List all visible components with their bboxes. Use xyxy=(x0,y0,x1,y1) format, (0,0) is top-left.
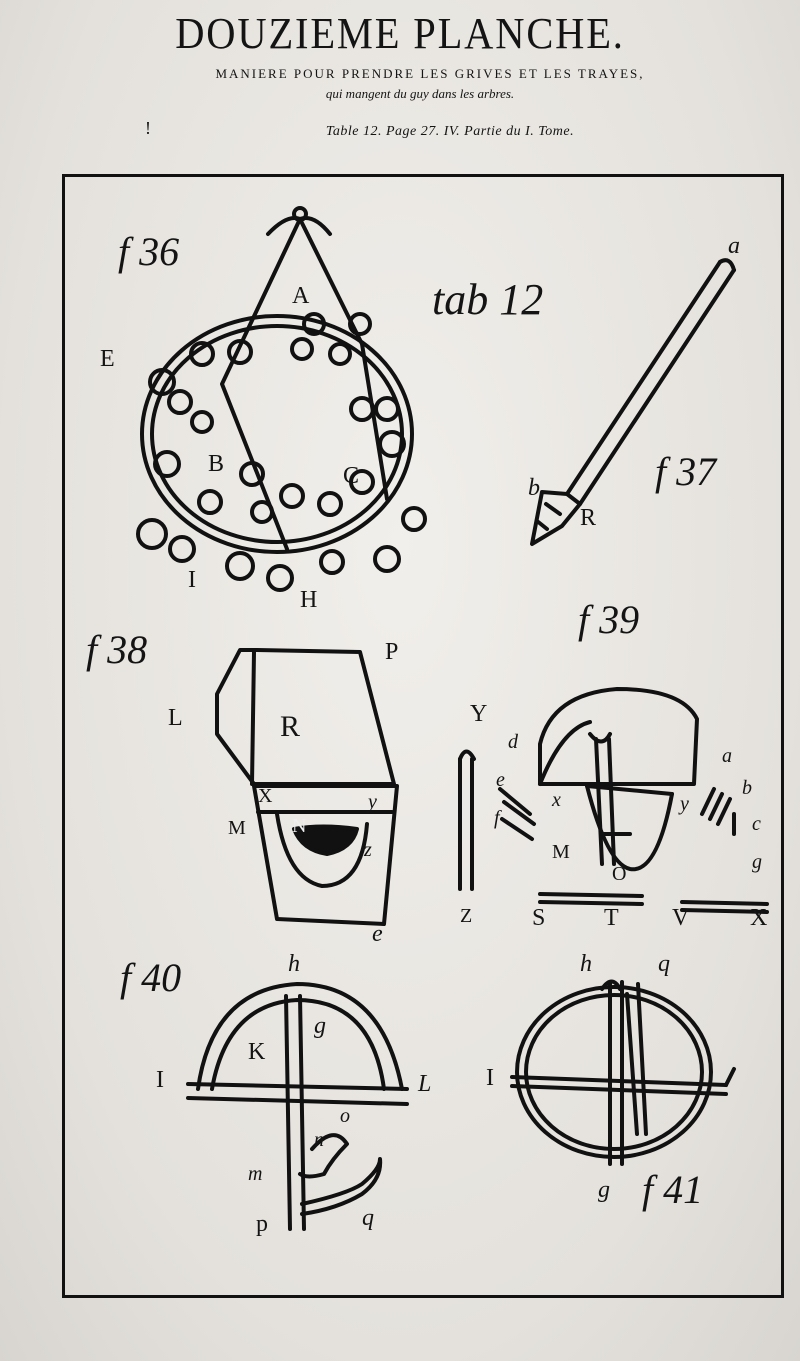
fig40-caption: f 40 xyxy=(120,955,182,1000)
tab-label: tab 12 xyxy=(432,275,544,324)
fig36-caption: f 36 xyxy=(118,229,180,274)
table-reference: Table 12. Page 27. IV. Partie du I. Tome… xyxy=(325,124,575,139)
fig41-caption: f 41 xyxy=(642,1167,704,1212)
fig39-label-g: g xyxy=(752,851,762,873)
fig36-drawing xyxy=(136,206,427,592)
fig39-caption: f 39 xyxy=(578,597,640,642)
fig39-label-b: b xyxy=(742,777,752,799)
fig38-label-z: z xyxy=(364,839,372,861)
engraving-illustration xyxy=(136,206,769,1231)
fig39-label-O: O xyxy=(612,863,627,885)
fig40-label-p: p xyxy=(256,1211,268,1237)
fig40-label-m: m xyxy=(248,1163,263,1185)
fig40-drawing xyxy=(186,982,409,1231)
fig39-label-Y: Y xyxy=(470,701,488,727)
fig38-drawing xyxy=(215,648,399,926)
fig41-drawing xyxy=(510,979,736,1166)
fig39-label-y: y xyxy=(680,793,689,815)
fig38-label-R: R xyxy=(280,710,301,743)
fig39-label-S: S xyxy=(532,905,546,931)
fig36-label-B: B xyxy=(208,451,225,477)
fig39-drawing xyxy=(458,687,769,914)
fig38-caption: f 38 xyxy=(86,627,148,672)
fig39-label-f: f xyxy=(494,807,500,829)
fig39-label-e: e xyxy=(496,769,505,791)
fig40-label-n: n xyxy=(314,1129,324,1151)
fig40-label-g: g xyxy=(314,1013,326,1039)
margin-mark: ! xyxy=(145,118,151,138)
fig38-label-L: L xyxy=(168,705,183,731)
fig39-label-a: a xyxy=(722,745,732,767)
fig39-label-X: X xyxy=(750,905,768,931)
fig38-label-P: P xyxy=(385,639,399,665)
fig39-label-V: V xyxy=(672,905,690,931)
fig39-label-Z: Z xyxy=(460,905,473,927)
fig37-label-b: b xyxy=(528,475,540,501)
fig41-label-g: g xyxy=(598,1177,610,1203)
fig37-drawing xyxy=(530,258,736,546)
fig38-label-X: X xyxy=(258,785,273,807)
fig40-label-h: h xyxy=(288,951,300,977)
fig38-label-N: N xyxy=(292,815,307,837)
fig40-label-K: K xyxy=(248,1039,266,1065)
fig39-label-x: x xyxy=(552,789,561,811)
fig36-label-I: I xyxy=(188,567,196,593)
fig39-label-T: T xyxy=(604,905,619,931)
fig37-caption: f 37 xyxy=(655,449,717,494)
fig36-label-H: H xyxy=(300,587,318,613)
fig41-label-q: q xyxy=(658,951,670,977)
page-subtitle: MANIERE POUR PRENDRE LES GRIVES ET LES T… xyxy=(215,66,645,81)
fig38-label-M: M xyxy=(228,817,246,839)
fig36-label-A: A xyxy=(292,283,310,309)
page-subtitle-continued: qui mangent du guy dans les arbres. xyxy=(325,86,515,101)
fig39-label-d: d xyxy=(508,731,518,753)
fig37-label-R: R xyxy=(580,505,597,531)
fig38-label-e: e xyxy=(372,921,383,947)
fig39-label-c: c xyxy=(752,813,761,835)
fig40-label-q: q xyxy=(362,1205,374,1231)
plate-border xyxy=(62,174,784,1298)
fig37-label-a: a xyxy=(728,233,740,259)
fig41-label-h: h xyxy=(580,951,592,977)
fig40-label-L: L xyxy=(418,1071,432,1097)
fig36-label-C: C xyxy=(343,463,360,489)
fig38-label-y: y xyxy=(368,791,377,813)
fig36-label-E: E xyxy=(100,346,115,372)
fig40-label-o: o xyxy=(340,1105,350,1127)
fig39-label-M: M xyxy=(552,841,570,863)
page-title: DOUZIEME PLANCHE. xyxy=(175,9,625,58)
fig40-label-I: I xyxy=(156,1067,164,1093)
fig41-label-I: I xyxy=(486,1065,494,1091)
